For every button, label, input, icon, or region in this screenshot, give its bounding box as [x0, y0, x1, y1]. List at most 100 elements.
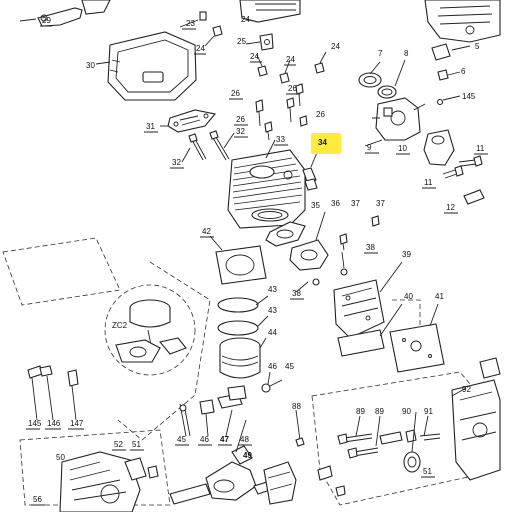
- label-24-c: 24: [250, 52, 259, 61]
- label-24-b: 24: [241, 15, 250, 24]
- label-45-a: 45: [285, 362, 294, 371]
- part-38-washers: [312, 268, 348, 286]
- label-35: 35: [311, 201, 320, 210]
- label-146: 146: [47, 419, 61, 428]
- label-43-a: 43: [268, 285, 277, 294]
- part-7-gasket: [358, 72, 382, 88]
- part-32-bolts: [188, 130, 230, 161]
- label-8: 8: [404, 49, 409, 58]
- label-39: 39: [402, 250, 411, 259]
- leader-lines: [160, 61, 467, 453]
- label-42: 42: [202, 227, 211, 236]
- label-43-b: 43: [268, 306, 277, 315]
- part-lower-center-gasket: [263, 461, 346, 505]
- zc2-circle: [104, 284, 196, 376]
- part-31-gasket: [167, 109, 217, 133]
- label-24-e: 24: [331, 42, 340, 51]
- label-50: 50: [56, 453, 65, 462]
- part-51-bearing: [403, 451, 421, 473]
- label-34: 34: [318, 138, 327, 147]
- label-49: 49: [243, 451, 252, 460]
- part-45-46-clips: [261, 379, 283, 393]
- part-24-pins: [204, 25, 327, 84]
- label-56: 56: [33, 495, 42, 504]
- label-26-d: 26: [316, 110, 325, 119]
- label-46-a: 46: [268, 362, 277, 371]
- label-88: 88: [292, 402, 301, 411]
- part-12: [463, 189, 485, 205]
- label-145: 145: [462, 92, 476, 101]
- label-26-a: 26: [231, 89, 240, 98]
- part-44-piston: [219, 337, 261, 379]
- label-48: 48: [240, 435, 249, 444]
- label-12: 12: [446, 203, 455, 212]
- callout-numbers: 29 30 23 24 24 25 24 24 24 7 8 5 6 145 2…: [28, 15, 485, 504]
- part-48-49-crankshaft: [169, 419, 277, 505]
- label-37-b: 37: [376, 199, 385, 208]
- label-11-a: 11: [476, 144, 485, 153]
- label-47: 47: [220, 435, 229, 444]
- label-89-a: 89: [356, 407, 365, 416]
- label-11-b: 11: [424, 178, 433, 187]
- part-45-47-bearings: [179, 385, 247, 437]
- label-36: 36: [331, 199, 340, 208]
- part-37-bolts: [339, 215, 380, 251]
- part-30-filter-cover: [95, 31, 197, 101]
- label-46-b: 46: [200, 435, 209, 444]
- part-5-6-small-parts: [431, 43, 471, 81]
- label-37-a: 37: [351, 199, 360, 208]
- label-26-c: 26: [236, 115, 245, 124]
- part-39-muffler: [333, 261, 403, 339]
- part-10-intake: [423, 129, 455, 166]
- part-36-manifold: [289, 211, 329, 271]
- part-35-gasket: [265, 221, 306, 247]
- label-92: 92: [462, 385, 471, 394]
- part-42-gasket: [215, 245, 267, 285]
- label-51-b: 51: [423, 467, 432, 476]
- part-41-plate: [389, 303, 445, 373]
- label-10: 10: [398, 144, 407, 153]
- label-30: 30: [86, 61, 95, 70]
- part-33-cylinder: [227, 149, 306, 229]
- label-29: 29: [42, 16, 51, 25]
- label-underlines: [26, 25, 488, 506]
- label-44: 44: [268, 328, 277, 337]
- part-29-bracket: [19, 0, 111, 27]
- label-23: 23: [186, 19, 195, 28]
- label-45-b: 45: [177, 435, 186, 444]
- label-32-b: 32: [172, 158, 181, 167]
- label-51-a: 51: [132, 440, 141, 449]
- label-6: 6: [461, 67, 466, 76]
- label-24-a: 24: [196, 44, 205, 53]
- label-91: 91: [424, 407, 433, 416]
- label-147: 147: [70, 419, 84, 428]
- label-zc2: ZC2: [112, 321, 128, 330]
- part-9-carburetor: [364, 97, 426, 147]
- label-41: 41: [435, 292, 444, 301]
- label-38-b: 38: [292, 289, 301, 298]
- label-31: 31: [146, 122, 155, 131]
- part-top-right-housing: [424, 0, 501, 43]
- label-32-a: 32: [236, 127, 245, 136]
- part-40-gasket: [337, 303, 403, 357]
- label-25: 25: [237, 37, 246, 46]
- part-25-bracket: [245, 33, 274, 51]
- label-89-b: 89: [375, 407, 384, 416]
- label-7: 7: [378, 49, 383, 58]
- part-23: [179, 11, 207, 28]
- part-26-bolts: [255, 83, 308, 141]
- label-40: 40: [404, 292, 413, 301]
- label-5: 5: [475, 42, 480, 51]
- label-90: 90: [402, 407, 411, 416]
- part-34-highlight: [311, 133, 341, 154]
- label-145-b: 145: [28, 419, 42, 428]
- part-50-52-crankcase: [59, 451, 159, 512]
- label-33: 33: [276, 135, 285, 144]
- part-88: [295, 409, 305, 447]
- part-11-bolts: [442, 155, 483, 179]
- label-38-a: 38: [366, 243, 375, 252]
- part-top-center-housing: [239, 0, 301, 23]
- label-9: 9: [367, 143, 372, 152]
